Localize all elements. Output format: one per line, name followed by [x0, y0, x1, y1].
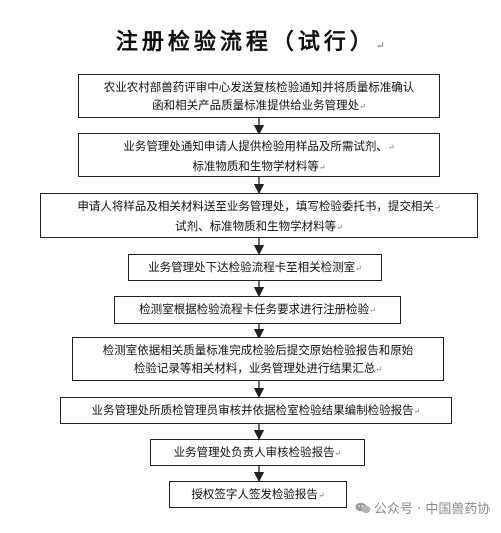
step-6-line-1: 检测室依据相关质量标准完成检验后提交原始检验报告和原始: [102, 343, 414, 357]
return-mark: ↵: [317, 491, 325, 500]
step-1: 农业农村部兽药评审中心发送复核检验通知并将质量标准确认 函和相关产品质量标准提供…: [78, 74, 440, 118]
step-8-line-1: 业务管理处负责人审核检验报告: [173, 445, 335, 459]
step-5-line-1: 检测室根据检验流程卡任务要求进行注册检验: [139, 302, 370, 316]
return-mark: ↵: [318, 163, 326, 172]
step-6-line-2: 检验记录等相关材料，业务管理处进行结果汇总: [133, 361, 376, 375]
return-mark: ↵: [334, 449, 342, 458]
step-7: 业务管理处所质检管理员审核并依据检室检验结果编制检验报告↵: [60, 397, 452, 424]
return-mark: ↵: [375, 365, 383, 374]
return-mark: ↵: [359, 102, 366, 111]
step-7-line-1: 业务管理处所质检管理员审核并依据检室检验结果编制检验报告: [91, 403, 414, 417]
step-9-line-1: 授权签字人签发检验报告: [191, 487, 318, 501]
step-9: 授权签字人签发检验报告↵: [169, 481, 347, 508]
step-6: 检测室依据相关质量标准完成检验后提交原始检验报告和原始 检验记录等相关材料，业务…: [72, 337, 444, 381]
step-2-line-1: 业务管理处通知申请人提供检验用样品及所需试剂、: [123, 139, 388, 153]
return-mark: ↵: [369, 306, 376, 315]
return-mark: ↵: [355, 264, 362, 273]
return-mark: ↵: [433, 203, 441, 212]
return-mark: ↵: [387, 143, 395, 152]
wechat-icon: [355, 502, 371, 514]
watermark: 公众号 · 中国兽药协: [355, 498, 490, 517]
step-2: 业务管理处通知申请人提供检验用样品及所需试剂、↵ 标准物质和生物学材料等↵: [78, 133, 440, 177]
step-4: 业务管理处下达检验流程卡至相关检测室↵: [128, 254, 382, 281]
return-mark: ↵: [336, 223, 343, 232]
title-return-mark: ↵: [375, 39, 386, 52]
page-title: 注册检验流程（试行）↵: [0, 24, 501, 56]
step-4-line-1: 业务管理处下达检验流程卡至相关检测室: [148, 260, 356, 274]
step-3: 申请人将样品及相关材料送至业务管理处，填写检验委托书，提交相关↵ 试剂、标准物质…: [40, 193, 478, 238]
step-8: 业务管理处负责人审核检验报告↵: [150, 439, 365, 466]
step-1-line-2: 函和相关产品质量标准提供给业务管理处: [152, 98, 360, 112]
step-2-line-2: 标准物质和生物学材料等: [192, 159, 319, 173]
step-3-line-1: 申请人将样品及相关材料送至业务管理处，填写检验委托书，提交相关: [77, 199, 434, 213]
return-mark: ↵: [413, 407, 421, 416]
watermark-text: 公众号 · 中国兽药协: [374, 502, 491, 517]
step-1-line-1: 农业农村部兽药评审中心发送复核检验通知并将质量标准确认: [103, 80, 415, 94]
step-3-line-2: 试剂、标准物质和生物学材料等: [175, 219, 337, 233]
step-5: 检测室根据检验流程卡任务要求进行注册检验↵: [114, 296, 401, 324]
title-text: 注册检验流程（试行）: [115, 29, 376, 55]
